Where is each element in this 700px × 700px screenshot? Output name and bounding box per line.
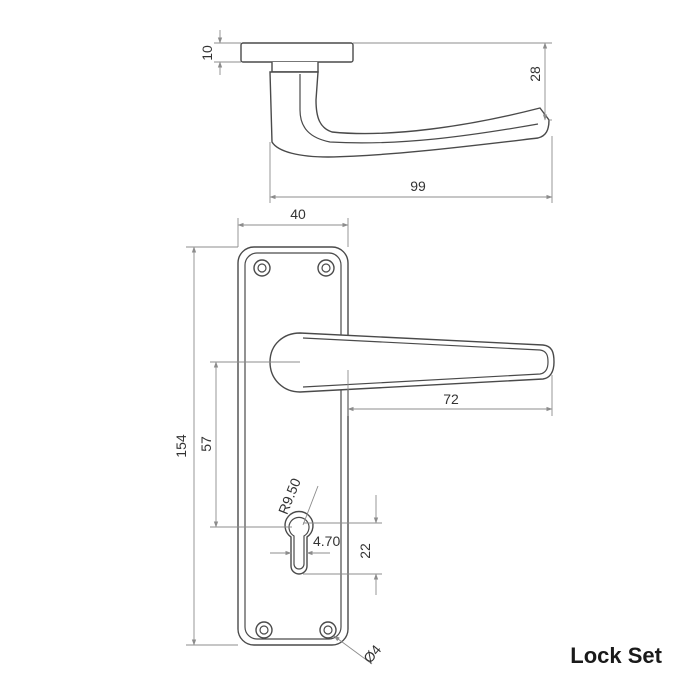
dim-slot-width: 4.70 — [313, 533, 340, 549]
dim-lever-height: 28 — [527, 66, 543, 82]
dim-lever-length: 72 — [443, 391, 459, 407]
backplate — [237, 246, 349, 646]
cylinder-keyhole — [284, 510, 314, 575]
rose-side — [240, 42, 354, 63]
lever-side-inner-line — [299, 74, 539, 144]
screw-hole-top-right — [317, 259, 335, 277]
screw-hole-bottom-right — [319, 621, 337, 639]
backplate-inner — [244, 252, 342, 640]
front-view: 40 154 72 57 R9.50 4.70 22 Ø4 — [173, 206, 555, 666]
dim-slot-height: 22 — [357, 543, 373, 559]
side-view: 10 28 99 — [199, 30, 553, 203]
dim-screw-hole: Ø4 — [360, 641, 384, 666]
lever-side-profile — [269, 71, 550, 158]
dim-centers: 57 — [198, 436, 214, 452]
dim-plate-width: 40 — [290, 206, 306, 222]
cylinder-keyhole-inner — [288, 516, 310, 570]
lever-front — [269, 332, 555, 393]
lever-side-neck — [271, 62, 319, 73]
dim-lever-projection: 99 — [410, 178, 426, 194]
drawing-title: Lock Set — [570, 643, 662, 668]
dim-plate-height: 154 — [173, 434, 189, 458]
dim-rose-thickness: 10 — [199, 45, 215, 61]
screw-hole-top-left — [253, 259, 271, 277]
lever-front-inner — [302, 337, 549, 388]
screw-hole-bottom-left — [255, 621, 273, 639]
